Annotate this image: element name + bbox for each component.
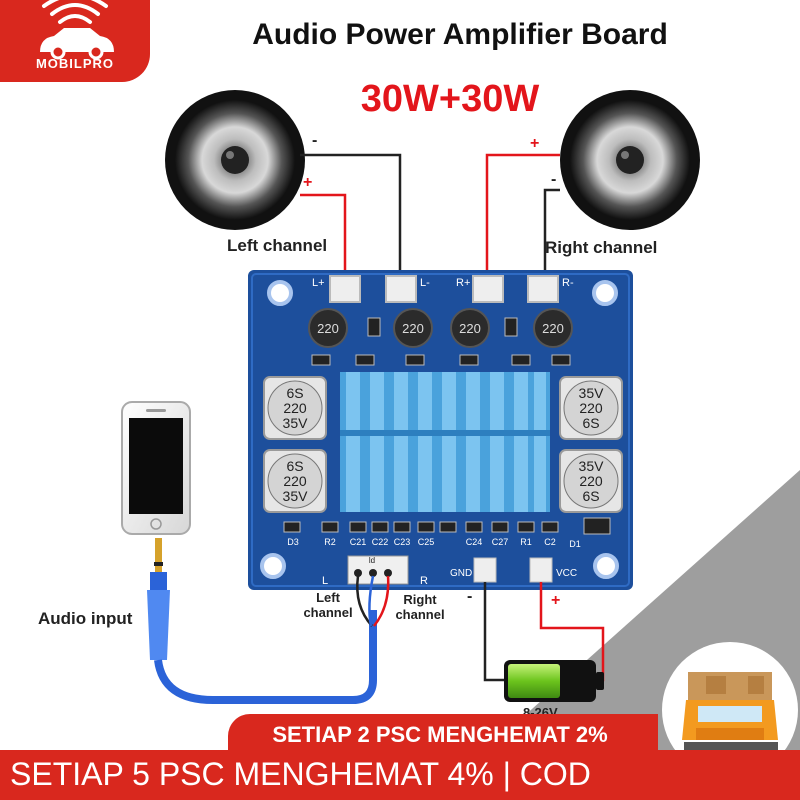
silk-c2: C2 — [544, 537, 556, 547]
silk-c23: C23 — [394, 537, 411, 547]
silk-c25: C25 — [418, 537, 435, 547]
silk-vcc: VCC — [556, 568, 577, 579]
audio-cable — [154, 610, 377, 704]
heatsink — [340, 372, 550, 512]
terminal-lplus: L+ — [312, 277, 325, 289]
left-speaker-icon — [165, 90, 305, 230]
label-right-channel: Right channel — [545, 238, 658, 257]
cap-top-1: 220 — [317, 321, 339, 336]
brand-name: MOBILPRO — [35, 56, 115, 71]
label-vcc-plus: + — [551, 592, 561, 609]
silk-in-l: L — [322, 575, 328, 587]
cap-big-left-2-a: 6S — [286, 458, 303, 474]
cap-big-left-1-a: 6S — [286, 385, 303, 401]
cap-top-3: 220 — [459, 321, 481, 336]
label-audio-input: Audio input — [38, 609, 133, 628]
cap-big-right-1-b: 220 — [579, 400, 603, 416]
cap-big-right-2-b: 220 — [579, 473, 603, 489]
cap-top-4: 220 — [542, 321, 564, 336]
audio-jack-icon — [147, 538, 170, 660]
power-rating: 30W+30W — [360, 78, 540, 120]
silk-c24: C24 — [466, 537, 483, 547]
silk-d1: D1 — [569, 539, 581, 549]
terminal-rminus: R- — [562, 277, 574, 289]
label-jack-left: Left channel — [303, 590, 353, 620]
label-left-channel: Left channel — [227, 236, 328, 255]
terminal-rplus: R+ — [456, 277, 470, 289]
cap-big-right-2-a: 35V — [579, 458, 605, 474]
cap-big-left-2-c: 35V — [283, 488, 309, 504]
terminal-lminus: L- — [420, 277, 430, 289]
delivery-truck-icon — [662, 642, 798, 778]
input-wires — [356, 575, 390, 627]
silk-gnd: GND — [450, 568, 472, 579]
brand-logo — [0, 0, 150, 82]
cap-top-2: 220 — [402, 321, 424, 336]
cap-big-left-2-b: 220 — [283, 473, 307, 489]
silk-r2: R2 — [324, 537, 336, 547]
silk-c27: C27 — [492, 537, 509, 547]
right-speaker-icon — [560, 90, 700, 230]
silk-ld: ld — [369, 556, 375, 565]
label-left-minus: - — [312, 132, 318, 149]
cap-big-left-1-b: 220 — [283, 400, 307, 416]
label-left-plus: + — [303, 174, 313, 191]
label-gnd-minus: - — [467, 588, 473, 605]
silk-d3: D3 — [287, 537, 299, 547]
page-title: Audio Power Amplifier Board — [252, 18, 668, 51]
cap-big-right-1-c: 6S — [582, 415, 599, 431]
cap-big-left-1-c: 35V — [283, 415, 309, 431]
promo-banner-large-text: SETIAP 5 PSC MENGHEMAT 4% | COD — [10, 756, 591, 792]
silk-c21: C21 — [350, 537, 367, 547]
cap-big-right-2-c: 6S — [582, 488, 599, 504]
cap-big-right-1-a: 35V — [579, 385, 605, 401]
smartphone-icon — [121, 401, 191, 535]
silk-r1: R1 — [520, 537, 532, 547]
car-wifi-icon — [40, 0, 114, 60]
label-right-plus: + — [530, 135, 540, 152]
amplifier-board: L+ L- R+ R- 220 220 220 220 — [248, 270, 633, 590]
battery-icon — [504, 660, 604, 702]
label-right-minus: - — [551, 171, 557, 188]
promo-banner-large — [0, 750, 800, 800]
silk-c22: C22 — [372, 537, 389, 547]
speaker-wires — [300, 153, 560, 285]
promo-banner-small-text: SETIAP 2 PSC MENGHEMAT 2% — [272, 722, 608, 747]
label-jack-right: Right channel — [395, 592, 445, 622]
silk-in-r: R — [420, 575, 428, 587]
